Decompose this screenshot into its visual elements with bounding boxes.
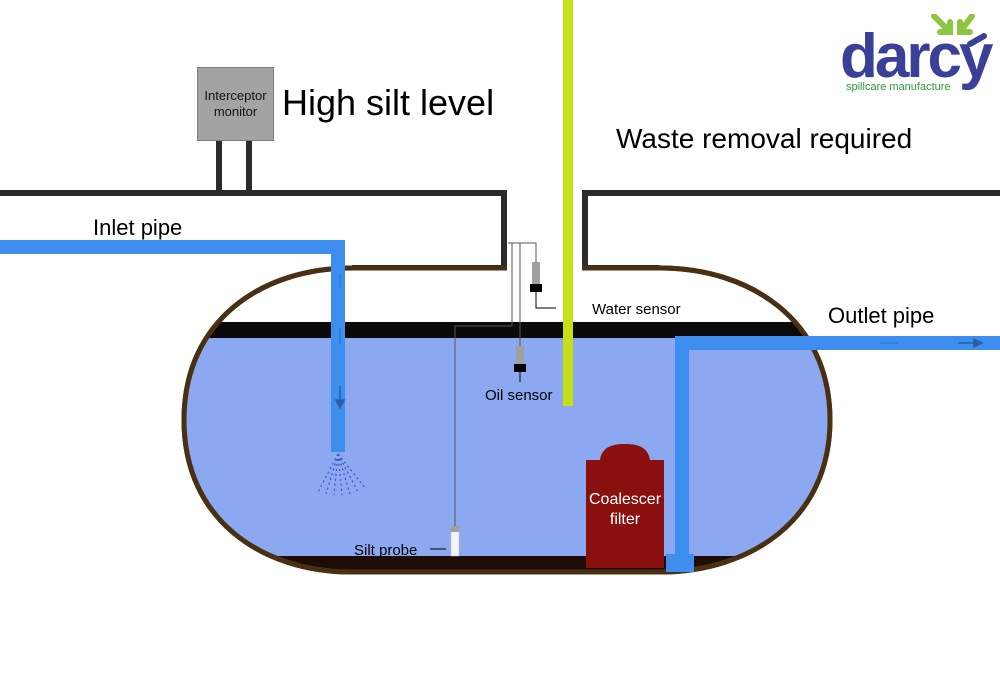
tank-wall <box>181 265 833 575</box>
outlet-pipe-label: Outlet pipe <box>828 303 934 328</box>
inlet-pipe-label: Inlet pipe <box>93 215 182 240</box>
interceptor-monitor: Interceptor monitor <box>197 67 274 141</box>
silt-probe-label: Silt probe <box>354 542 417 559</box>
outlet-pipe <box>675 336 1000 572</box>
coalescer-filter <box>586 444 664 568</box>
ground-line-left <box>0 190 507 271</box>
oil-sensor-label: Oil sensor <box>485 387 553 404</box>
logo-wordmark: darcy <box>840 22 993 91</box>
inlet-spray <box>317 453 367 496</box>
monitor-post-left <box>216 141 222 193</box>
inlet-flow-arrows <box>334 274 346 410</box>
outlet-flow-arrows <box>880 337 984 349</box>
water-body <box>184 336 830 558</box>
water-sensor-tip <box>530 284 542 292</box>
monitor-label-line1: Interceptor <box>204 88 267 103</box>
monitor-post-right <box>246 141 252 193</box>
vent-pipe <box>563 0 573 406</box>
sensor-wiring <box>454 242 537 530</box>
surface-layer <box>184 322 830 338</box>
silt-probe <box>450 529 460 557</box>
oil-sensor-body <box>516 346 524 364</box>
ground-line-right <box>582 190 1000 271</box>
coalescer-filter-label: Coalescer filter <box>586 490 664 530</box>
logo-tagline: spillcare manufacture <box>846 81 951 93</box>
water-sensor-body <box>532 262 540 284</box>
logo-arrows-icon <box>931 14 987 47</box>
outlet-inlet-mouth <box>666 554 694 572</box>
monitor-label-line2: monitor <box>213 104 258 119</box>
coalescer-label-line2: filter <box>609 511 641 528</box>
coalescer-label-line1: Coalescer <box>588 491 662 508</box>
silt-probe-cap <box>451 526 459 532</box>
oil-sensor-tip <box>514 364 526 372</box>
water-sensor-label: Water sensor <box>592 301 681 318</box>
water-sensor-leader <box>535 292 556 309</box>
status-title: High silt level <box>282 82 495 123</box>
action-message: Waste removal required <box>616 123 913 154</box>
darcy-logo: darcy spillcare manufacture <box>838 14 993 96</box>
inlet-pipe <box>0 240 345 452</box>
